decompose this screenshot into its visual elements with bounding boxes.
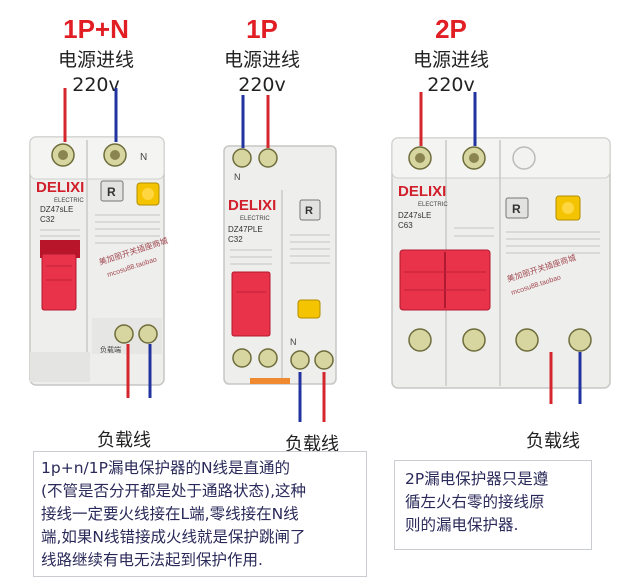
breaker-2p: DELIXI ELECTRIC DZ47sLE C63 R (391, 137, 611, 389)
svg-text:DZ47sLE: DZ47sLE (40, 205, 73, 214)
svg-text:DZ47PLE: DZ47PLE (228, 225, 263, 234)
note-line: 则的漏电保护器. (405, 516, 519, 534)
note-panel-2p: 2P漏电保护器只是遵 循左火右零的接线原 则的漏电保护器. (394, 460, 592, 550)
note-line: 1p+n/1P漏电保护器的N线是直通的 (41, 459, 291, 477)
note-line: (不管是否分开都是处于通路状态),这种 (41, 482, 307, 500)
svg-text:DELIXI: DELIXI (398, 183, 446, 200)
wires (63, 88, 582, 422)
svg-text:C63: C63 (398, 221, 413, 230)
note-panel-1pn: 1p+n/1P漏电保护器的N线是直通的 (不管是否分开都是处于通路状态),这种 … (33, 451, 367, 577)
note-line: 循左火右零的接线原 (405, 493, 545, 511)
svg-text:N: N (290, 337, 297, 347)
title-1p: 1P (246, 14, 278, 44)
note-line: 线路继续有电无法起到保护作用. (41, 551, 263, 569)
breaker-1pn: N DELIXI ELECTRIC DZ47sLE C32 R 负载端 (29, 136, 165, 386)
breaker-1p: N DELIXI ELECTRIC DZ47PLE C32 R N (223, 145, 337, 385)
svg-text:ELECTRIC: ELECTRIC (54, 198, 84, 204)
note-line: 接线一定要火线接在L端,零线接在N线 (41, 505, 299, 523)
svg-text:N: N (234, 172, 241, 182)
load-wire-label-1p: 负载线 (285, 434, 339, 455)
svg-text:C32: C32 (40, 215, 55, 224)
load-wire-label-2p: 负载线 (526, 431, 580, 452)
power-in-label-1p: 电源进线 (223, 49, 300, 71)
note-text-1pn: 1p+n/1P漏电保护器的N线是直通的 (不管是否分开都是处于通路状态),这种 … (41, 457, 306, 572)
svg-text:R: R (107, 185, 116, 199)
note-line: 端,如果N线错接成火线就是保护跳闸了 (41, 528, 306, 546)
voltage-label-1p: 220v (238, 74, 286, 96)
voltage-label-1pn: 220v (72, 74, 120, 96)
title-2p: 2P (435, 14, 467, 44)
svg-text:DELIXI: DELIXI (228, 197, 276, 214)
svg-text:C32: C32 (228, 235, 243, 244)
svg-text:负载端: 负载端 (100, 345, 121, 354)
power-in-label-1pn: 电源进线 (57, 49, 134, 71)
svg-text:ELECTRIC: ELECTRIC (240, 216, 270, 222)
svg-text:R: R (305, 205, 313, 217)
svg-text:DZ47sLE: DZ47sLE (398, 211, 431, 220)
breakers-illustration: N DELIXI ELECTRIC DZ47sLE C32 R 负载端 (29, 88, 611, 422)
test-button (297, 299, 321, 319)
svg-text:DELIXI: DELIXI (36, 179, 84, 196)
power-in-label-2p: 电源进线 (412, 49, 489, 71)
voltage-label-2p: 220v (427, 74, 475, 96)
svg-text:ELECTRIC: ELECTRIC (418, 202, 448, 208)
reset-button (100, 180, 124, 202)
toggle-handle-icon (41, 253, 77, 311)
note-line: 2P漏电保护器只是遵 (405, 470, 549, 488)
toggle-handle-icon (231, 271, 271, 337)
load-wire-label-1pn: 负载线 (97, 430, 151, 451)
note-text-2p: 2P漏电保护器只是遵 循左火右零的接线原 则的漏电保护器. (405, 468, 548, 537)
terminal-n-label: N (140, 152, 147, 163)
title-1pn: 1P+N (63, 14, 129, 44)
svg-text:R: R (512, 202, 521, 216)
